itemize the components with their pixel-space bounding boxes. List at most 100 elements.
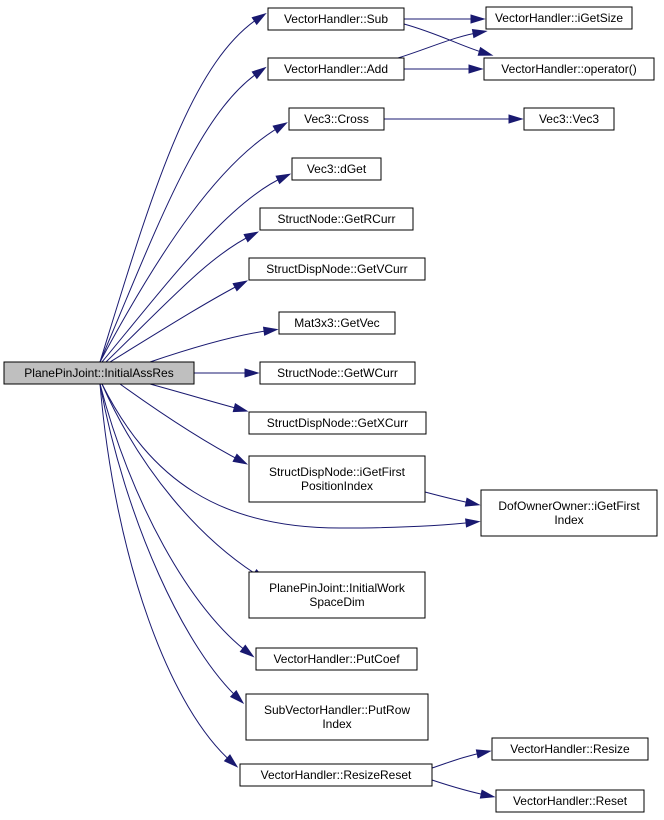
node-label: VectorHandler::Sub (284, 12, 388, 26)
node-label: VectorHandler::Reset (513, 794, 628, 808)
arrowhead-icon (244, 368, 260, 378)
node-label: PositionIndex (301, 479, 373, 493)
node-label: Index (554, 513, 583, 527)
node-box (239, 763, 433, 787)
node-n14[interactable]: VectorHandler::ResizeReset (239, 763, 433, 787)
edge-line (119, 383, 244, 463)
node-label: Vec3::Vec3 (539, 112, 599, 126)
edge-line (99, 69, 263, 363)
edge-n0-to-n6 (109, 280, 249, 363)
node-n7[interactable]: Mat3x3::GetVec (278, 311, 396, 335)
edge-n0-to-n18 (101, 383, 481, 529)
node-n2[interactable]: VectorHandler::Add (267, 57, 405, 81)
node-label: StructNode::GetRCurr (277, 212, 395, 226)
node-n5[interactable]: StructNode::GetRCurr (259, 207, 414, 231)
node-label: VectorHandler::Resize (510, 742, 630, 756)
arrowhead-icon (232, 453, 249, 465)
node-n8[interactable]: StructNode::GetWCurr (259, 361, 416, 385)
edge-n0-to-n1 (99, 12, 267, 363)
arrowhead-icon (272, 122, 288, 134)
node-box (485, 6, 633, 30)
node-label: StructDispNode::GetVCurr (266, 262, 407, 276)
node-label: StructNode::GetWCurr (277, 366, 398, 380)
node-box (3, 361, 195, 385)
arrowhead-icon (239, 644, 255, 658)
arrowhead-icon (475, 749, 492, 759)
edge-n0-to-n2 (99, 66, 267, 363)
node-box (523, 107, 615, 131)
edge-n0-to-n10 (119, 383, 249, 465)
node-n20[interactable]: VectorHandler::Reset (495, 789, 645, 813)
node-n12[interactable]: VectorHandler::PutCoef (255, 647, 418, 671)
node-n1[interactable]: VectorHandler::Sub (267, 7, 405, 31)
node-box (255, 647, 418, 671)
edge-line (99, 383, 251, 655)
arrowhead-icon (251, 66, 267, 80)
node-label: Mat3x3::GetVec (294, 316, 379, 330)
node-n16[interactable]: VectorHandler::operator() (483, 57, 655, 81)
edge-n1-to-n16 (403, 23, 494, 56)
node-n9[interactable]: StructDispNode::GetXCurr (248, 411, 427, 435)
node-box (495, 789, 645, 813)
arrowhead-icon (465, 518, 481, 528)
arrowhead-icon (464, 497, 481, 507)
node-label: VectorHandler::PutCoef (273, 652, 400, 666)
node-label: VectorHandler::iGetSize (495, 11, 623, 25)
node-box (245, 693, 429, 741)
node-label: StructDispNode::iGetFirst (269, 465, 406, 479)
node-n6[interactable]: StructDispNode::GetVCurr (248, 257, 426, 281)
node-box (267, 57, 405, 81)
node-n19[interactable]: VectorHandler::Resize (491, 737, 649, 761)
arrowhead-icon (468, 64, 484, 74)
arrowhead-icon (275, 173, 292, 185)
arrowhead-icon (470, 14, 486, 24)
edge-n14-to-n19 (431, 749, 492, 769)
node-n4[interactable]: Vec3::dGet (291, 157, 382, 181)
node-label: Index (322, 717, 351, 731)
node-label: PlanePinJoint::InitialWork (269, 581, 406, 595)
node-n0[interactable]: PlanePinJoint::InitialAssRes (3, 361, 195, 385)
node-box (259, 361, 416, 385)
edge-line (101, 383, 476, 529)
edge-line (105, 233, 255, 363)
node-box (267, 7, 405, 31)
node-label: SubVectorHandler::PutRow (264, 703, 410, 717)
edge-line (101, 175, 287, 363)
node-label: DofOwnerOwner::iGetFirst (498, 499, 640, 513)
call-edges (99, 12, 524, 799)
node-label: VectorHandler::operator() (501, 62, 636, 76)
edge-n0-to-n3 (99, 122, 288, 363)
edge-n2-to-n15 (397, 29, 488, 59)
node-label: SpaceDim (309, 595, 364, 609)
edge-n0-to-n8 (194, 368, 260, 378)
node-label: VectorHandler::Add (284, 62, 388, 76)
edge-n14-to-n20 (431, 779, 496, 799)
edge-line (99, 383, 235, 765)
node-box (278, 311, 396, 335)
node-box (291, 157, 382, 181)
arrowhead-icon (223, 754, 239, 768)
edge-line (149, 383, 244, 411)
edge-line (403, 23, 489, 55)
arrowhead-icon (243, 231, 260, 243)
edge-n0-to-n12 (99, 383, 255, 658)
arrowhead-icon (229, 690, 245, 704)
edge-n0-to-n5 (105, 231, 260, 363)
edge-n2-to-n16 (404, 64, 484, 74)
call-nodes: PlanePinJoint::InitialAssResVectorHandle… (3, 6, 658, 813)
node-n17[interactable]: Vec3::Vec3 (523, 107, 615, 131)
arrowhead-icon (262, 326, 279, 336)
node-n15[interactable]: VectorHandler::iGetSize (485, 6, 633, 30)
node-label: VectorHandler::ResizeReset (261, 768, 412, 782)
edge-line (109, 282, 244, 363)
node-box (491, 737, 649, 761)
edge-line (99, 383, 241, 701)
edge-line (99, 124, 284, 363)
node-n3[interactable]: Vec3::Cross (288, 107, 385, 131)
node-box (480, 489, 658, 537)
